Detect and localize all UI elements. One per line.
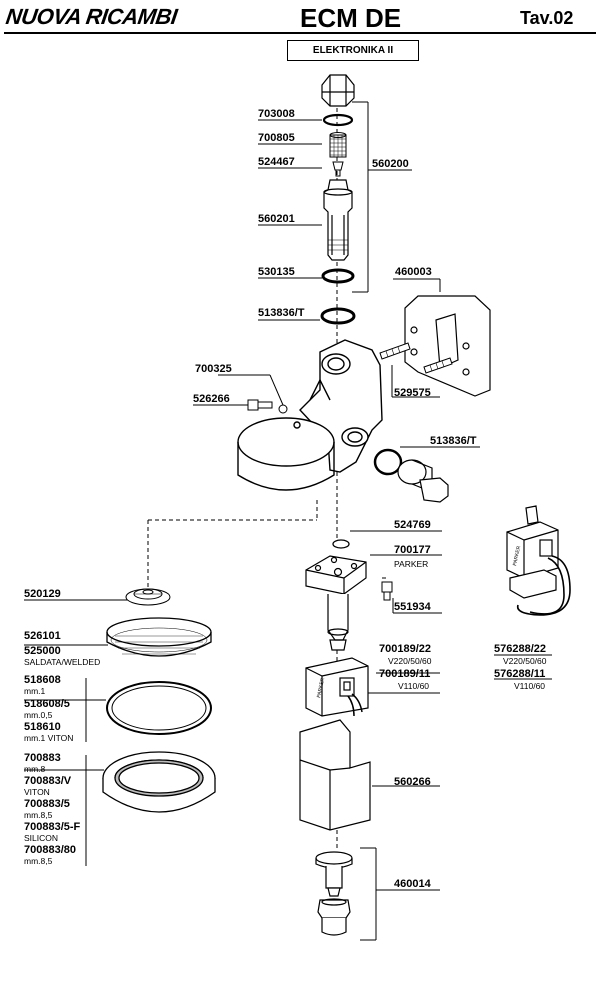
- part-note: mm.8: [24, 764, 46, 774]
- part-label: 700883: [24, 752, 61, 764]
- part-label: 551934: [394, 601, 431, 613]
- part-note: mm.1 VITON: [24, 733, 74, 743]
- part-label: 576288/11: [494, 668, 546, 680]
- valve-part: [315, 851, 353, 936]
- bracket-plate-part: [404, 295, 491, 397]
- part-label: 700177: [394, 544, 431, 556]
- part-note: V220/50/60: [503, 656, 547, 666]
- strainer-part: [125, 588, 171, 606]
- part-label: 525000: [24, 645, 61, 657]
- part-label: 560201: [258, 213, 295, 225]
- filter-mesh-part: [329, 132, 347, 158]
- valve-brand-text: PARKER: [512, 545, 522, 566]
- part-note: V110/60: [514, 681, 546, 691]
- leader-lines: [24, 101, 552, 941]
- oring-part: [321, 268, 355, 284]
- thin-gasket-part: [106, 681, 212, 735]
- part-note: V220/50/60: [388, 656, 432, 666]
- part-label: 576288/22: [494, 643, 546, 655]
- part-label: 524467: [258, 156, 295, 168]
- part-label: 700883/V: [24, 775, 72, 787]
- side-fitting-part: [373, 448, 449, 503]
- part-label: 700883/80: [24, 844, 76, 856]
- part-label: 530135: [258, 266, 295, 278]
- bolt-part: [247, 399, 273, 411]
- part-label: 526101: [24, 630, 61, 642]
- page-title: ECM DE: [300, 3, 402, 33]
- part-label: 513836/T: [258, 307, 305, 319]
- part-note: PARKER: [394, 559, 429, 569]
- part-label: 518608/5: [24, 698, 70, 710]
- thick-gasket-part: [102, 751, 216, 813]
- part-label: 518608: [24, 674, 61, 686]
- part-label: 524769: [394, 519, 431, 531]
- table-number: Tav.02: [520, 8, 574, 28]
- coil-brand-text: PARKER: [316, 677, 326, 698]
- part-label: 529575: [394, 387, 431, 399]
- part-label: 700189/11: [379, 668, 431, 680]
- part-label: 518610: [24, 721, 61, 733]
- cap-nut-part: [321, 74, 355, 107]
- stud-part: [379, 342, 453, 374]
- small-screw-part: [332, 161, 344, 177]
- part-note: V110/60: [398, 681, 430, 691]
- part-note: SALDATA/WELDED: [24, 657, 101, 667]
- part-label: 700189/22: [379, 643, 431, 655]
- part-note: SILICON: [24, 833, 59, 843]
- part-label: 513836/T: [430, 435, 477, 447]
- gasket-part: [320, 307, 356, 325]
- valve-assembly-part: [506, 505, 571, 616]
- part-label: 700883/5-F: [24, 821, 81, 833]
- coil-part: [305, 657, 369, 717]
- part-label: 700325: [195, 363, 232, 375]
- shower-holder-part: [323, 179, 353, 261]
- part-label: 560266: [394, 776, 431, 788]
- part-note: mm.8,5: [24, 810, 53, 820]
- valve-flange-part: [305, 555, 367, 651]
- part-label: 560200: [372, 158, 409, 170]
- washer-part: [322, 113, 354, 127]
- part-note: mm.1: [24, 686, 46, 696]
- small-washer-part: [278, 404, 288, 414]
- small-oring-part: [332, 539, 350, 549]
- hex-screw-part: [381, 581, 393, 601]
- part-note: mm.0,5: [24, 710, 53, 720]
- part-label: 700883/5: [24, 798, 70, 810]
- part-label: 703008: [258, 108, 295, 120]
- part-label: 520129: [24, 588, 61, 600]
- part-note: mm.8,5: [24, 856, 53, 866]
- group-body-part: [237, 339, 383, 491]
- cover-part: [299, 719, 371, 831]
- section-subtitle: ELEKTRONIKA II: [287, 40, 419, 61]
- part-label: 460014: [394, 878, 431, 890]
- part-label: 700805: [258, 132, 295, 144]
- part-note: VITON: [24, 787, 50, 797]
- part-label: 460003: [395, 266, 432, 278]
- part-label: 526266: [193, 393, 230, 405]
- shower-screen-part: [106, 617, 212, 657]
